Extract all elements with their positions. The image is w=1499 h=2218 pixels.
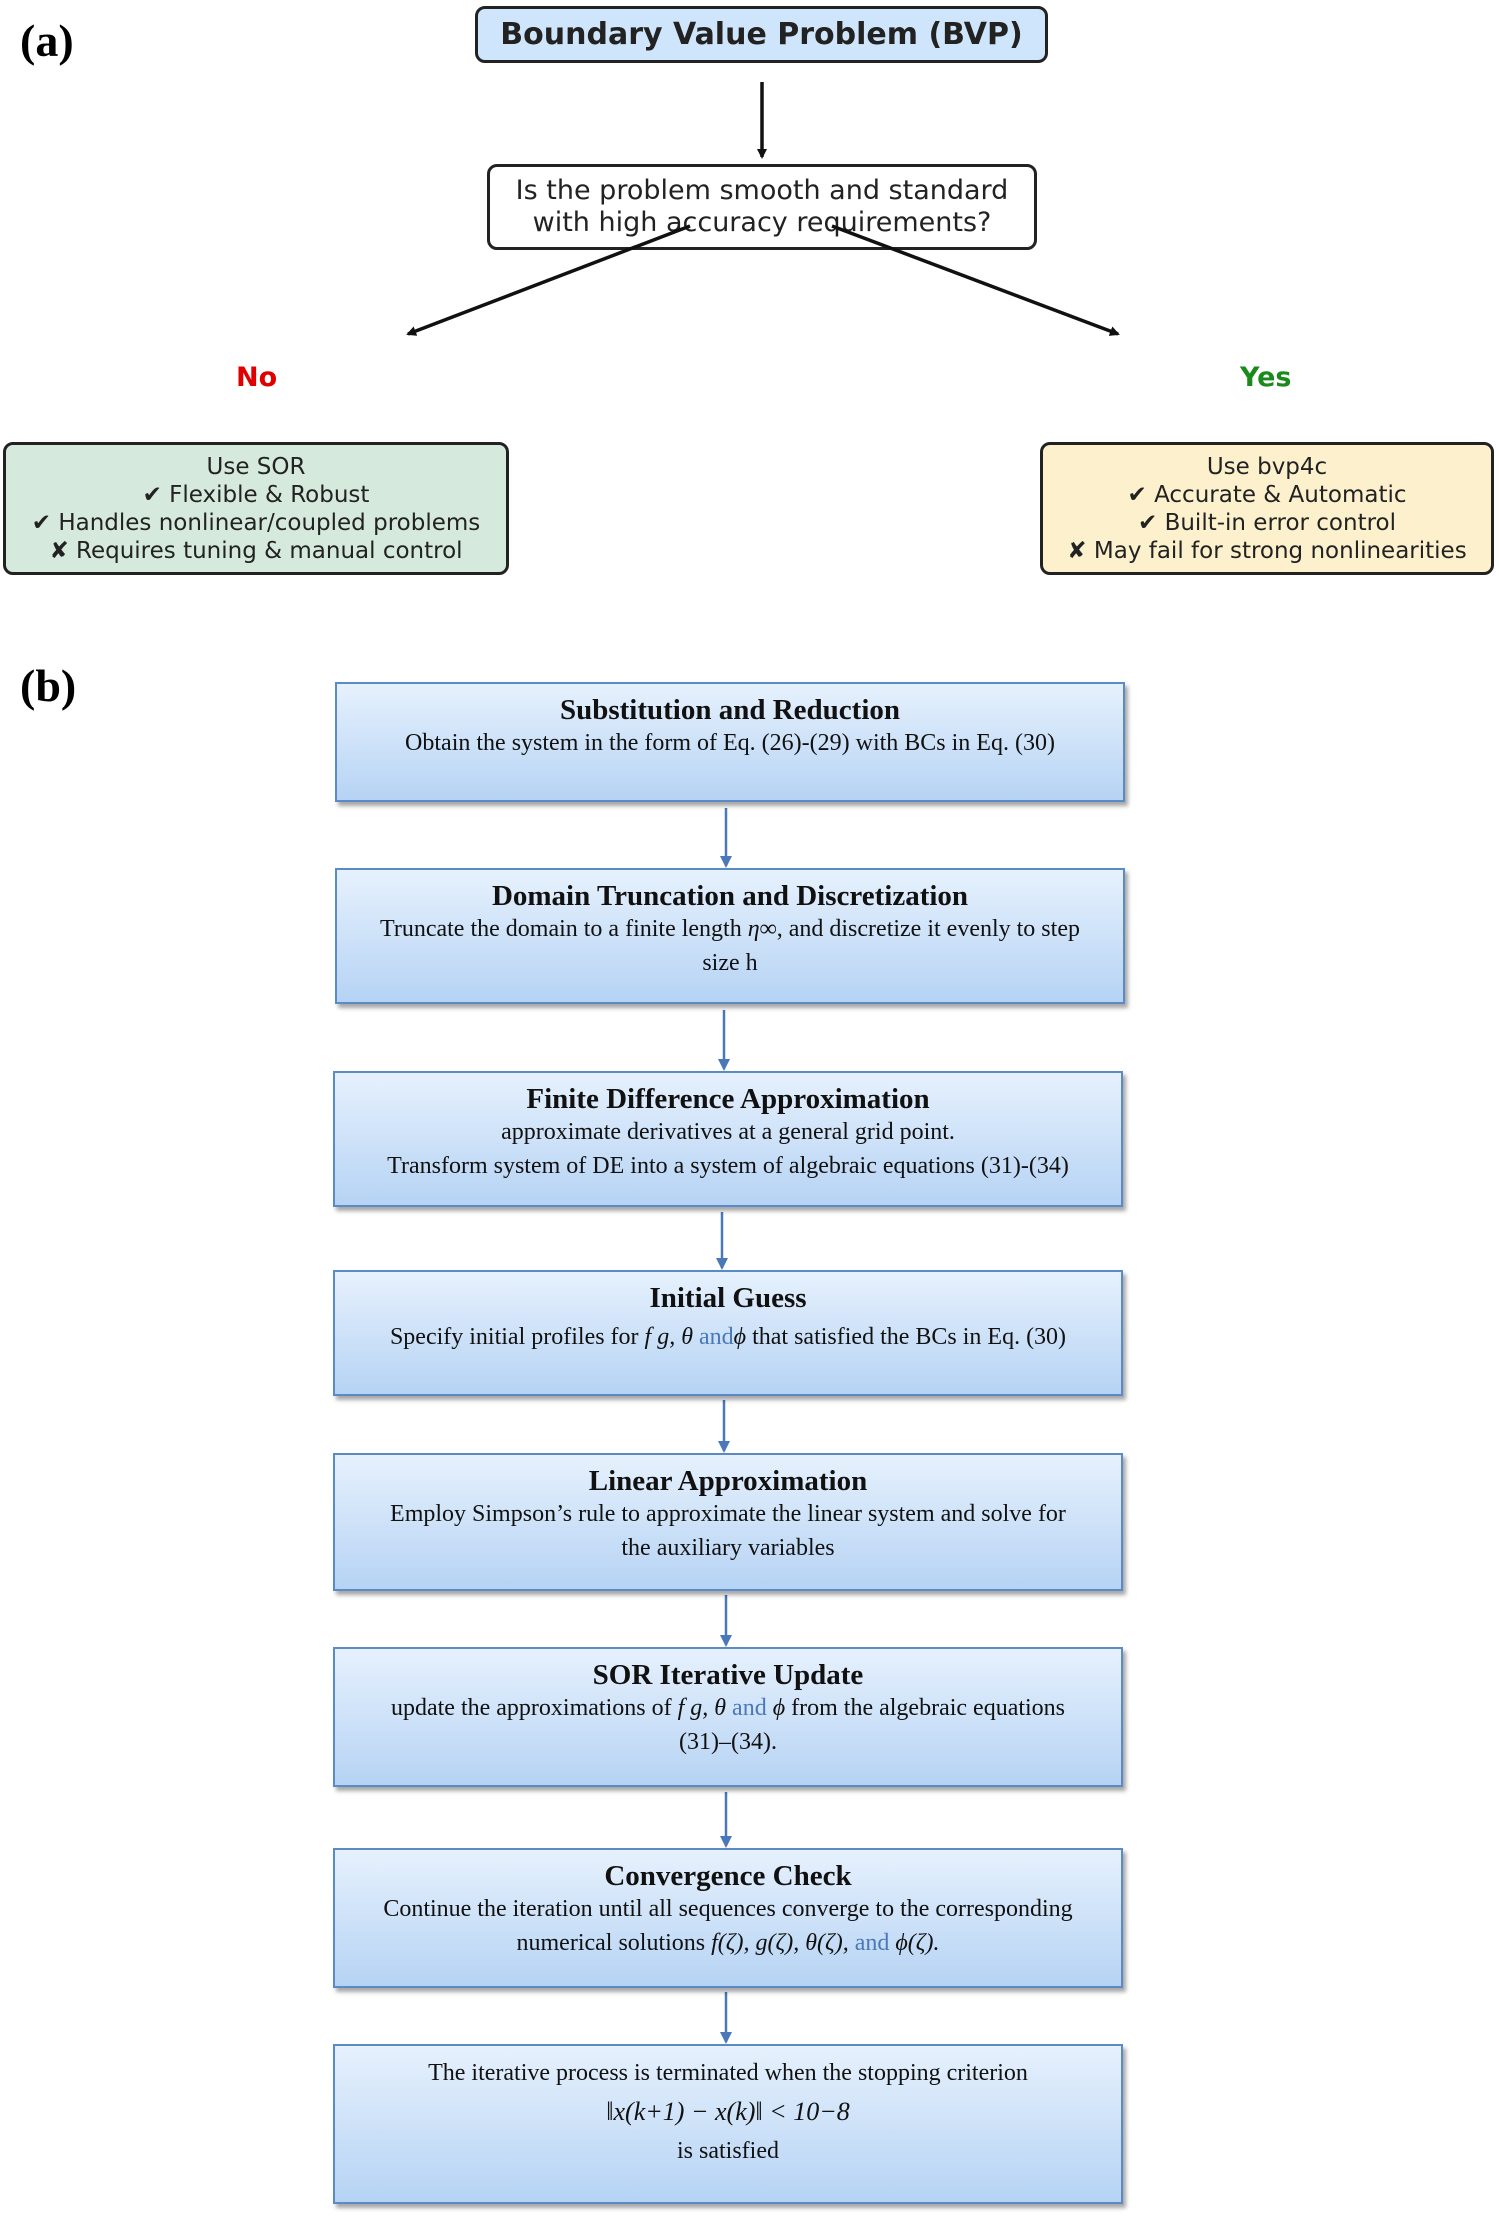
eta-infinity-symbol: η∞ [747, 916, 777, 942]
text-fragment: Specify initial profiles for [389, 1324, 645, 1350]
step-text: Transform system of DE into a system of … [387, 1153, 1069, 1179]
step-text: Truncate the domain to a finite length η… [368, 912, 1092, 946]
step-title: Substitution and Reduction [559, 694, 901, 726]
step-domain-truncation: Domain Truncation and Discretization Tru… [335, 868, 1125, 1004]
step-text: approximate derivatives at a general gri… [501, 1119, 955, 1145]
no-branch-label: No [236, 362, 278, 393]
step-convergence-check: Convergence Check Continue the iteration… [333, 1848, 1123, 1988]
step-sor-iterative-update: SOR Iterative Update update the approxim… [333, 1647, 1123, 1787]
text-fragment: numerical solutions [516, 1930, 712, 1956]
step-stopping-criterion: The iterative process is terminated when… [333, 2044, 1123, 2204]
step-initial-guess: Initial Guess Specify initial profiles f… [333, 1270, 1123, 1396]
panel-label-a: (a) [20, 15, 74, 66]
yes-branch-label: Yes [1240, 362, 1292, 393]
question-line-2: with high accuracy requirements? [532, 207, 992, 238]
step-text: Obtain the system in the form of Eq. (26… [405, 730, 1055, 756]
step-title: SOR Iterative Update [592, 1659, 864, 1691]
bvp4c-title: Use bvp4c [1206, 453, 1328, 480]
step-text: update the approximations of f g, θ and … [379, 1691, 1077, 1725]
step-substitution-reduction: Substitution and Reduction Obtain the sy… [335, 682, 1125, 802]
step-text: Employ Simpson’s rule to approximate the… [390, 1501, 1066, 1527]
sor-item: ✘ Requires tuning & manual control [49, 537, 463, 564]
variables-fg-theta: f g, θ [644, 1324, 694, 1350]
sor-item: ✔ Handles nonlinear/coupled problems [31, 509, 481, 536]
step-title: Linear Approximation [588, 1465, 868, 1497]
arrow-question-to-no [406, 224, 691, 336]
step-title: Domain Truncation and Discretization [491, 880, 969, 912]
decision-question-node: Is the problem smooth and standard with … [487, 164, 1037, 250]
step-text: is satisfied [677, 2138, 779, 2164]
step-linear-approximation: Linear Approximation Employ Simpson’s ru… [333, 1453, 1123, 1591]
phi-symbol: ϕ [772, 1695, 786, 1721]
phi-symbol: ϕ [733, 1324, 747, 1350]
variables-fg-theta: f g, θ [677, 1695, 727, 1721]
step-title: Convergence Check [604, 1860, 852, 1892]
sor-title: Use SOR [206, 453, 306, 480]
bvp4c-item: ✔ Accurate & Automatic [1127, 481, 1407, 508]
and-word: and [732, 1695, 767, 1721]
step-title: Initial Guess [649, 1282, 807, 1314]
panel-label-b: (b) [20, 660, 77, 711]
step-text: (31)–(34). [679, 1729, 777, 1755]
bvp-root-label: Boundary Value Problem (BVP) [500, 17, 1023, 52]
bvp-root-node: Boundary Value Problem (BVP) [475, 6, 1048, 63]
step-text: Specify initial profiles for f g, θ andϕ… [378, 1320, 1078, 1354]
sor-item: ✔ Flexible & Robust [142, 481, 370, 508]
solution-functions: f(ζ), g(ζ), θ(ζ), [711, 1930, 849, 1956]
text-fragment: from the algebraic equations [785, 1695, 1066, 1721]
arrow-question-to-yes [831, 224, 1120, 336]
and-word: and [699, 1324, 734, 1350]
phi-function: ϕ(ζ). [895, 1930, 940, 1956]
step-finite-difference: Finite Difference Approximation approxim… [333, 1071, 1123, 1207]
step-text: numerical solutions f(ζ), g(ζ), θ(ζ), an… [505, 1926, 952, 1960]
text-fragment: , and discretize it evenly to step [776, 916, 1080, 942]
question-line-1: Is the problem smooth and standard [515, 175, 1009, 206]
bvp4c-item: ✔ Built-in error control [1137, 509, 1397, 536]
step-text: size h [702, 950, 758, 976]
text-fragment: update the approximations of [390, 1695, 678, 1721]
sor-option-node: Use SOR ✔ Flexible & Robust ✔ Handles no… [3, 442, 509, 575]
and-word: and [854, 1930, 890, 1956]
text-fragment: Truncate the domain to a finite length [380, 916, 748, 942]
text-fragment: that satisfied the BCs in Eq. (30) [746, 1324, 1067, 1350]
step-text: Continue the iteration until all sequenc… [383, 1896, 1073, 1922]
bvp4c-item: ✘ May fail for strong nonlinearities [1067, 537, 1467, 564]
step-text: The iterative process is terminated when… [428, 2060, 1028, 2086]
bvp4c-option-node: Use bvp4c ✔ Accurate & Automatic ✔ Built… [1040, 442, 1494, 575]
stopping-criterion-formula: ‖x(k+1) − x(k)‖ < 10−8 [606, 2097, 850, 2126]
step-text: the auxiliary variables [621, 1535, 835, 1561]
step-title: Finite Difference Approximation [526, 1083, 930, 1115]
